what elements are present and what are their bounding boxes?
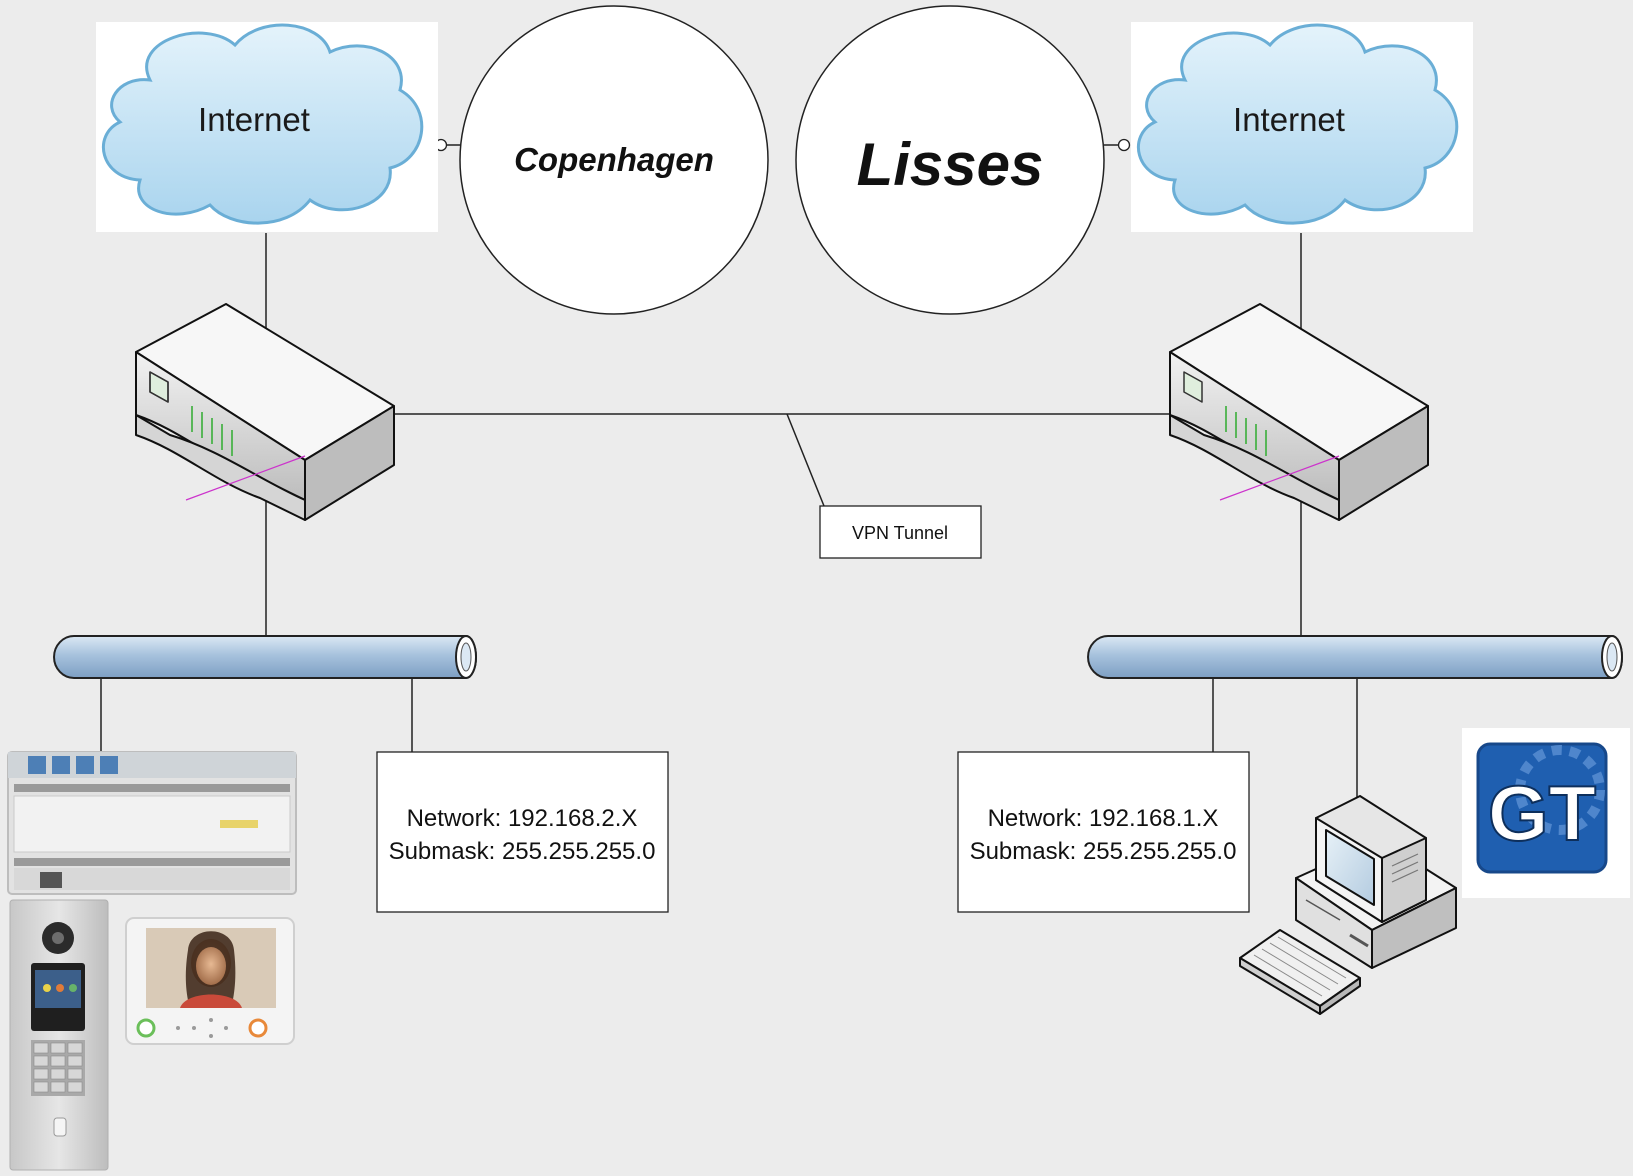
connection-lines bbox=[100, 144, 1358, 798]
lisses-label: Lisses bbox=[857, 131, 1044, 198]
copenhagen-label: Copenhagen bbox=[514, 141, 714, 178]
right-cloud-label: Internet bbox=[1233, 101, 1345, 138]
vpn-callout-line bbox=[786, 413, 825, 507]
right-router bbox=[1169, 303, 1429, 521]
gt-software-logo-icon: GT bbox=[1476, 742, 1608, 874]
right-network-info-box: Network: 192.168.1.X Submask: 255.255.25… bbox=[957, 751, 1250, 913]
left-network-address: Network: 192.168.2.X bbox=[407, 805, 638, 832]
door-entry-panel bbox=[9, 899, 109, 1171]
vpn-label: VPN Tunnel bbox=[852, 523, 948, 543]
din-rail-controller-icon bbox=[7, 751, 297, 895]
gt-software-logo: GT bbox=[1462, 728, 1630, 898]
network-bus-icon bbox=[53, 635, 477, 679]
right-internet-cloud: Internet bbox=[1131, 22, 1473, 232]
router-status-leds-icon bbox=[1225, 406, 1267, 456]
network-bus-icon bbox=[1087, 635, 1623, 679]
right-info-box-frame bbox=[957, 751, 1250, 913]
copenhagen-circle-shape bbox=[459, 5, 769, 315]
right-workstation bbox=[1239, 795, 1457, 1015]
left-cloud-label: Internet bbox=[198, 101, 310, 138]
right-submask: Submask: 255.255.255.0 bbox=[970, 838, 1237, 865]
copenhagen-site-circle: Copenhagen bbox=[459, 5, 769, 315]
router-status-leds-icon bbox=[191, 406, 233, 456]
keyboard-keys-icon bbox=[1253, 936, 1347, 997]
left-info-box-frame bbox=[376, 751, 669, 913]
vpn-tunnel-callout: VPN Tunnel bbox=[819, 505, 982, 559]
left-network-bus bbox=[53, 635, 477, 679]
door-entry-panel-icon bbox=[9, 899, 109, 1171]
router-icon bbox=[135, 303, 395, 521]
left-internet-cloud: Internet bbox=[96, 22, 438, 232]
lisses-site-circle: Lisses bbox=[795, 5, 1105, 315]
video-intercom-monitor-icon bbox=[125, 917, 295, 1045]
logo-text: GT bbox=[1488, 769, 1596, 857]
right-network-address: Network: 192.168.1.X bbox=[988, 805, 1219, 832]
right-connector-dot bbox=[1117, 138, 1131, 152]
right-network-bus bbox=[1087, 635, 1623, 679]
vpn-label-box bbox=[819, 505, 982, 559]
intercom-controller bbox=[7, 751, 297, 895]
lisses-circle-shape bbox=[795, 5, 1105, 315]
video-intercom-monitor bbox=[125, 917, 295, 1045]
left-submask: Submask: 255.255.255.0 bbox=[389, 838, 656, 865]
router-icon bbox=[1169, 303, 1429, 521]
left-router bbox=[135, 303, 395, 521]
cloud-icon bbox=[102, 23, 424, 225]
desktop-computer-icon bbox=[1239, 795, 1457, 1015]
router-cable-icon bbox=[1219, 455, 1340, 501]
left-network-info-box: Network: 192.168.2.X Submask: 255.255.25… bbox=[376, 751, 669, 913]
cloud-icon bbox=[1137, 23, 1459, 225]
router-cable-icon bbox=[185, 455, 306, 501]
